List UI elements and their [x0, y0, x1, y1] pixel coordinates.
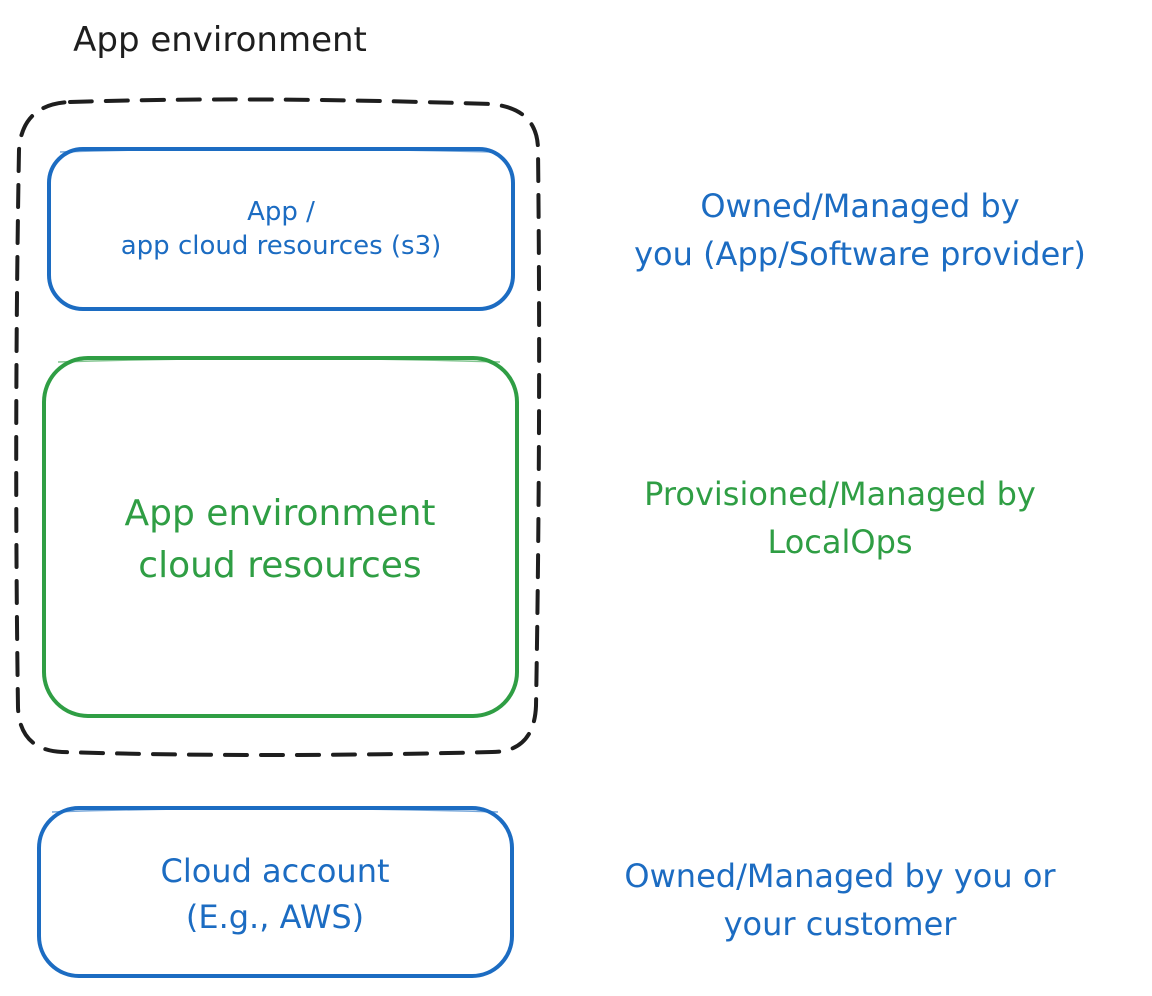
owned-by-provider-annotation: Owned/Managed by you (App/Software provi…: [560, 182, 1152, 278]
app-environment-boundary: [14, 97, 542, 757]
provisioned-by-localops-line1: Provisioned/Managed by: [644, 475, 1036, 513]
owned-by-customer-line1: Owned/Managed by you or: [624, 857, 1056, 895]
cloud-account-label-line2: (E.g., AWS): [185, 898, 365, 937]
app-resources-label: App / app cloud resources (s3): [50, 196, 512, 264]
app-environment-title-text: App environment: [73, 20, 367, 60]
app-resources-label-line1: App /: [247, 197, 315, 227]
app-environment-title: App environment: [70, 18, 370, 62]
environment-resources-label: App environment cloud resources: [45, 488, 515, 592]
owned-by-provider-line1: Owned/Managed by: [700, 187, 1020, 225]
environment-resources-label-line2: cloud resources: [138, 545, 422, 587]
provisioned-by-localops-line2: LocalOps: [767, 523, 913, 561]
environment-resources-label-line1: App environment: [124, 493, 436, 534]
owned-by-customer-line2: your customer: [723, 905, 957, 943]
cloud-account-label: Cloud account (E.g., AWS): [40, 848, 510, 941]
app-resources-label-line2: app cloud resources (s3): [120, 230, 442, 261]
provisioned-by-localops-annotation: Provisioned/Managed by LocalOps: [560, 470, 1120, 566]
owned-by-customer-annotation: Owned/Managed by you or your customer: [560, 852, 1120, 948]
cloud-account-label-line1: Cloud account: [160, 852, 390, 890]
owned-by-provider-line2: you (App/Software provider): [634, 235, 1086, 273]
